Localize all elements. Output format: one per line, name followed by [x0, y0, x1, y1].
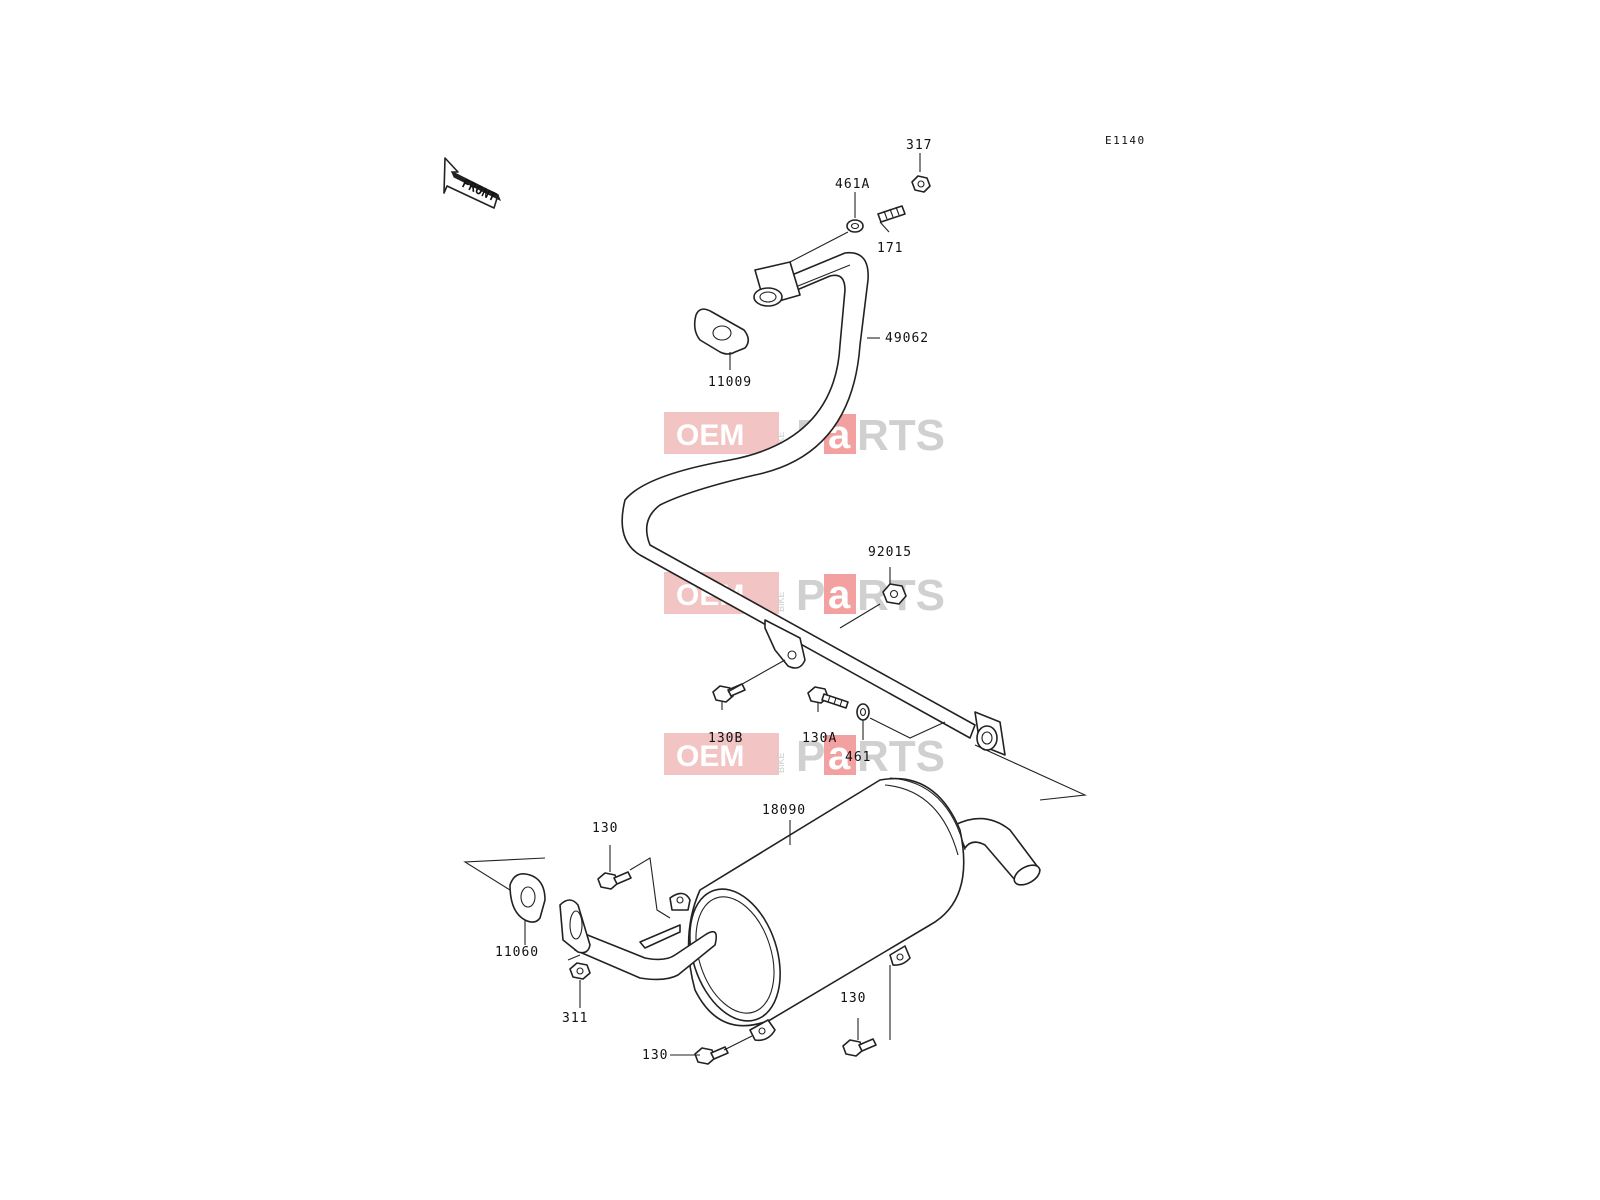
part-label-11060: 11060	[495, 945, 539, 960]
bolt-130a-icon	[807, 686, 849, 709]
part-label-92015: 92015	[868, 545, 912, 560]
muffler	[559, 777, 1041, 1042]
front-arrow-icon: FRONT	[443, 157, 502, 209]
stud-171-icon	[877, 205, 906, 223]
bolt-130b-icon	[712, 683, 746, 703]
part-label-317: 317	[906, 138, 932, 153]
watermark-p: P	[796, 571, 825, 620]
part-label-461a: 461A	[835, 177, 870, 192]
nut-317-icon	[911, 175, 931, 193]
part-label-11009: 11009	[708, 375, 752, 390]
part-label-171: 171	[877, 241, 903, 256]
part-label-311: 311	[562, 1011, 588, 1026]
leader-lines	[463, 153, 1088, 1056]
diagram-code: E1140	[1105, 134, 1146, 147]
washer-461-icon	[856, 703, 870, 721]
part-label-130-bottom-right: 130	[840, 991, 866, 1006]
watermark-p: P	[796, 732, 825, 781]
watermark-a: a	[828, 734, 851, 778]
nut-92015-icon	[882, 583, 907, 605]
watermark-a: a	[828, 573, 851, 617]
part-label-130a: 130A	[802, 731, 837, 746]
nut-311-icon	[569, 962, 591, 980]
gasket-11009-icon	[693, 308, 750, 355]
bolt-130-icon	[842, 1038, 877, 1057]
part-label-49062: 49062	[885, 331, 929, 346]
part-label-18090: 18090	[762, 803, 806, 818]
part-label-130-bottom-left: 130	[642, 1048, 668, 1063]
bolt-130-icon	[694, 1046, 729, 1065]
watermark-bike: BIKE	[776, 591, 786, 612]
watermark-bike: BIKE	[776, 431, 786, 452]
part-label-130b: 130B	[708, 731, 743, 746]
watermark-oem: OEM	[676, 419, 744, 452]
washer-461a-icon	[846, 219, 864, 233]
exhaust-pipe	[621, 251, 1006, 756]
part-label-130-top: 130	[592, 821, 618, 836]
watermark-rts: RTS	[857, 411, 945, 460]
watermark-bike: BIKE	[776, 752, 786, 773]
gasket-11060-icon	[509, 872, 546, 923]
part-label-461: 461	[845, 750, 871, 765]
bolt-130-icon	[597, 871, 632, 890]
watermark-rts: RTS	[857, 732, 945, 781]
watermark-oem: OEM	[676, 740, 744, 773]
